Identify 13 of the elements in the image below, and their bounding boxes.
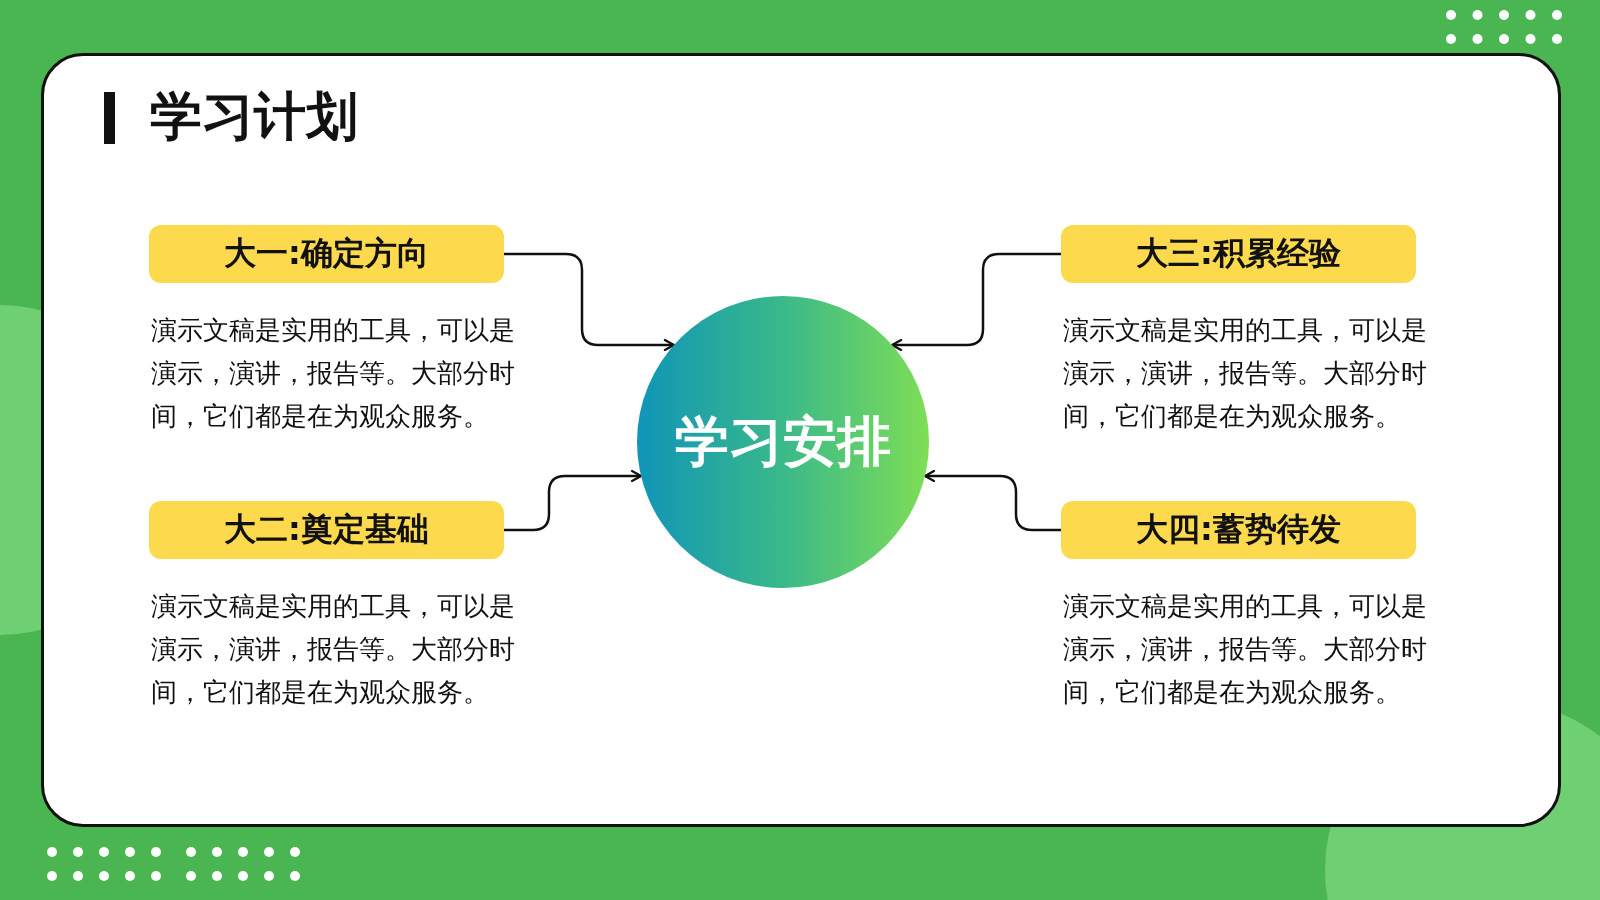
- stage-label-box: 大一:确定方向: [149, 225, 504, 283]
- stage-label-box: 大二:奠定基础: [149, 501, 504, 559]
- arrow: [891, 252, 1061, 352]
- description-text: 演示文稿是实用的工具，可以是演示，演讲，报告等。大部分时间，它们都是在为观众服务。: [1063, 314, 1428, 433]
- description-text: 演示文稿是实用的工具，可以是演示，演讲，报告等。大部分时间，它们都是在为观众服务。: [1063, 590, 1428, 709]
- arrow: [504, 252, 675, 352]
- stage-label-box: 大四:蓄势待发: [1061, 501, 1416, 559]
- stage-label-box: 大三:积累经验: [1061, 225, 1416, 283]
- arrow: [923, 469, 1061, 532]
- description-text: 演示文稿是实用的工具，可以是演示，演讲，报告等。大部分时间，它们都是在为观众服务。: [151, 590, 516, 709]
- arrow: [504, 469, 643, 532]
- description-text: 演示文稿是实用的工具，可以是演示，演讲，报告等。大部分时间，它们都是在为观众服务。: [151, 314, 516, 433]
- title: 学习计划: [150, 85, 358, 148]
